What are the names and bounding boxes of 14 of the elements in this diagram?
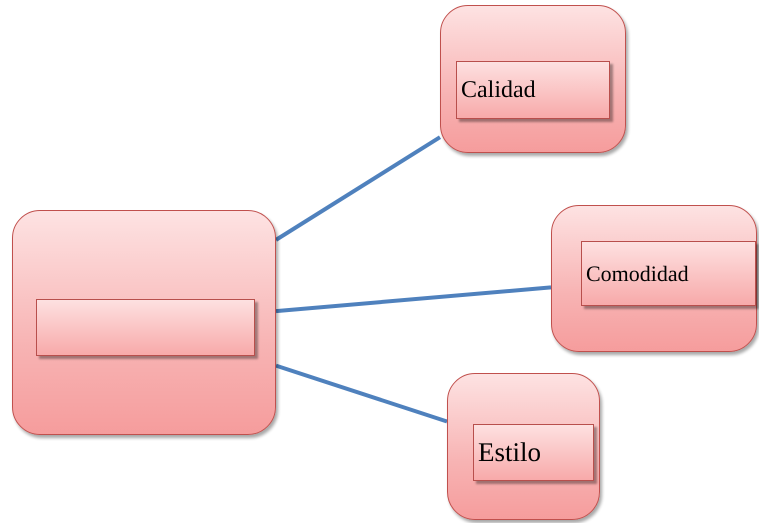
label-box	[581, 241, 756, 306]
rounded-box	[12, 210, 276, 435]
connector-line	[274, 136, 442, 242]
label-box	[36, 299, 255, 356]
node-label: Calidad	[461, 78, 536, 102]
connector-line	[276, 285, 552, 314]
rounded-box	[440, 5, 626, 153]
label-box	[473, 424, 594, 481]
node-label: Estilo	[478, 439, 542, 466]
node-label: Comodidad	[586, 262, 689, 284]
label-box	[456, 61, 610, 119]
rounded-box	[447, 373, 600, 520]
connector-line	[275, 364, 448, 424]
rounded-box	[551, 205, 757, 352]
